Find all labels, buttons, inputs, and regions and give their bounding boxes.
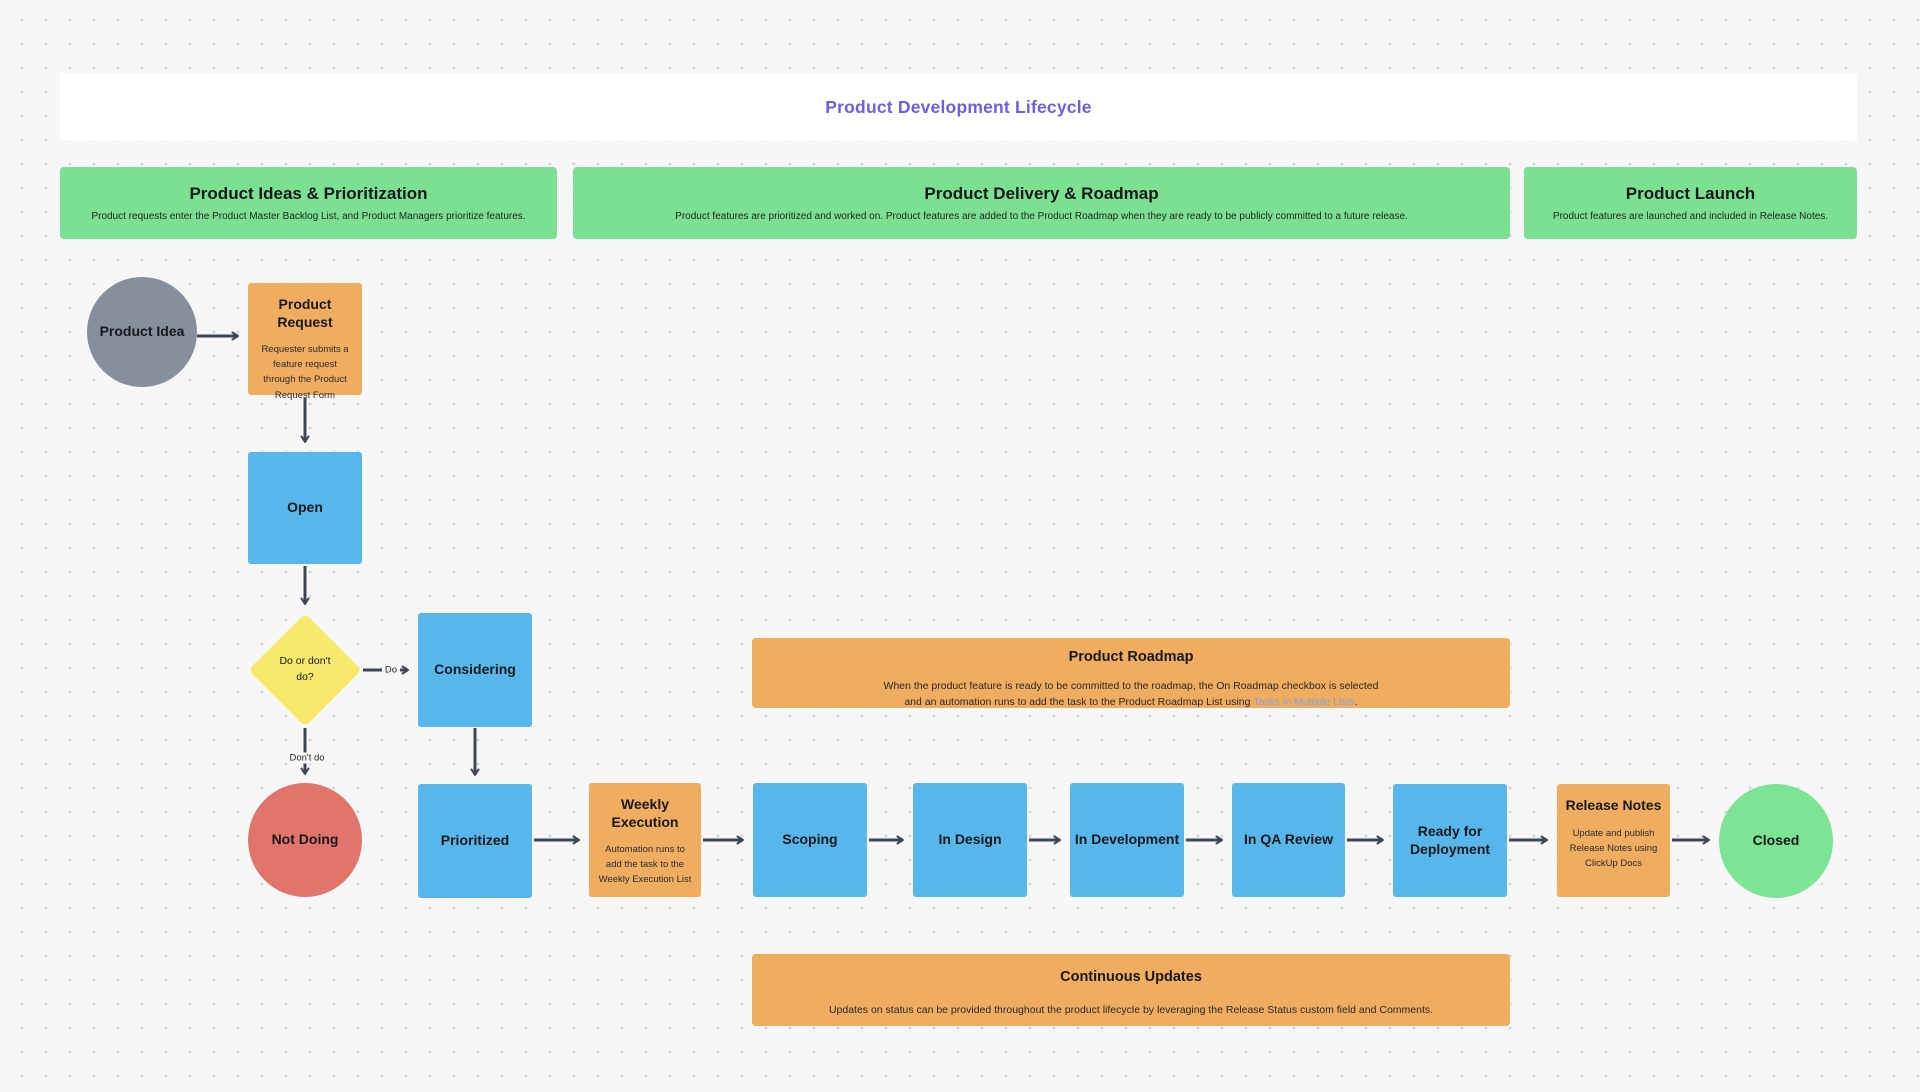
banner-text-line1: When the product feature is ready to be … (883, 680, 1379, 692)
banner-body: When the product feature is ready to be … (884, 678, 1379, 711)
node-open[interactable]: Open (248, 452, 362, 564)
phase-band-delivery[interactable]: Product Delivery & Roadmap Product featu… (573, 167, 1510, 239)
node-label: Weekly Execution (611, 796, 679, 830)
phase-title: Product Ideas & Prioritization (189, 184, 428, 203)
page-title: Product Development Lifecycle (825, 96, 1092, 117)
node-label: Ready for Deployment (1409, 823, 1491, 857)
phase-title: Product Launch (1625, 184, 1756, 203)
phase-title: Product Delivery & Roadmap (924, 184, 1159, 203)
banner-title: Continuous Updates (1060, 969, 1202, 985)
node-description: Requester submits a feature request thro… (261, 344, 349, 401)
edge-label-dont-do: Don't do (286, 752, 328, 764)
banner-body: Updates on status can be provided throug… (828, 1004, 1434, 1016)
tasks-in-multiple-lists-link[interactable]: Tasks in Multiple Lists (1253, 696, 1355, 709)
node-label: Product Idea (99, 323, 185, 340)
node-in-qa-review[interactable]: In QA Review (1232, 783, 1345, 897)
phase-subtitle: Product features are prioritized and wor… (675, 211, 1408, 222)
node-in-development[interactable]: In Development (1070, 783, 1184, 897)
node-not-doing[interactable]: Not Doing (248, 783, 362, 897)
edge-label-do: Do (381, 664, 401, 676)
phase-subtitle: Product requests enter the Product Maste… (91, 211, 526, 222)
banner-text-line2: and an automation runs to add the task t… (904, 696, 1254, 709)
node-scoping[interactable]: Scoping (753, 783, 867, 897)
node-description: Automation runs to add the task to the W… (598, 844, 692, 886)
node-label: In Development (1074, 831, 1180, 848)
node-label: Closed (1752, 832, 1800, 849)
node-label: In QA Review (1244, 831, 1333, 848)
title-band[interactable]: Product Development Lifecycle (60, 73, 1857, 141)
banner-title: Product Roadmap (1068, 649, 1194, 665)
node-product-request[interactable]: Product Request Requester submits a feat… (248, 283, 362, 401)
banner-product-roadmap[interactable]: Product Roadmap When the product feature… (752, 638, 1510, 708)
phase-subtitle: Product features are launched and includ… (1552, 211, 1829, 222)
banner-continuous-updates[interactable]: Continuous Updates Updates on status can… (752, 954, 1510, 1026)
node-prioritized[interactable]: Prioritized (418, 784, 532, 898)
node-label: Product Request (277, 296, 333, 330)
node-release-notes[interactable]: Release Notes Update and publish Release… (1557, 784, 1670, 897)
node-in-design[interactable]: In Design (913, 783, 1027, 897)
node-description: Update and publish Release Notes using C… (1569, 827, 1658, 869)
banner-text-line2-suffix: . (1354, 696, 1358, 709)
phase-band-launch[interactable]: Product Launch Product features are laun… (1524, 167, 1857, 239)
node-label: Scoping (782, 831, 838, 848)
node-label: Prioritized (440, 832, 510, 849)
node-closed[interactable]: Closed (1719, 784, 1833, 898)
node-label: Considering (434, 661, 516, 678)
node-weekly-execution[interactable]: Weekly Execution Automation runs to add … (589, 783, 701, 897)
node-label: Do or don't do? (279, 655, 331, 683)
node-label: Open (287, 499, 323, 516)
node-product-idea[interactable]: Product Idea (87, 277, 197, 387)
node-label: Release Notes (1565, 797, 1662, 813)
node-label: In Design (938, 831, 1002, 848)
node-considering[interactable]: Considering (418, 613, 532, 727)
phase-band-ideas[interactable]: Product Ideas & Prioritization Product r… (60, 167, 557, 239)
node-decision-do-or-dont[interactable]: Do or don't do? (248, 613, 362, 727)
node-label: Not Doing (271, 831, 339, 848)
node-ready-for-deployment[interactable]: Ready for Deployment (1393, 784, 1507, 897)
